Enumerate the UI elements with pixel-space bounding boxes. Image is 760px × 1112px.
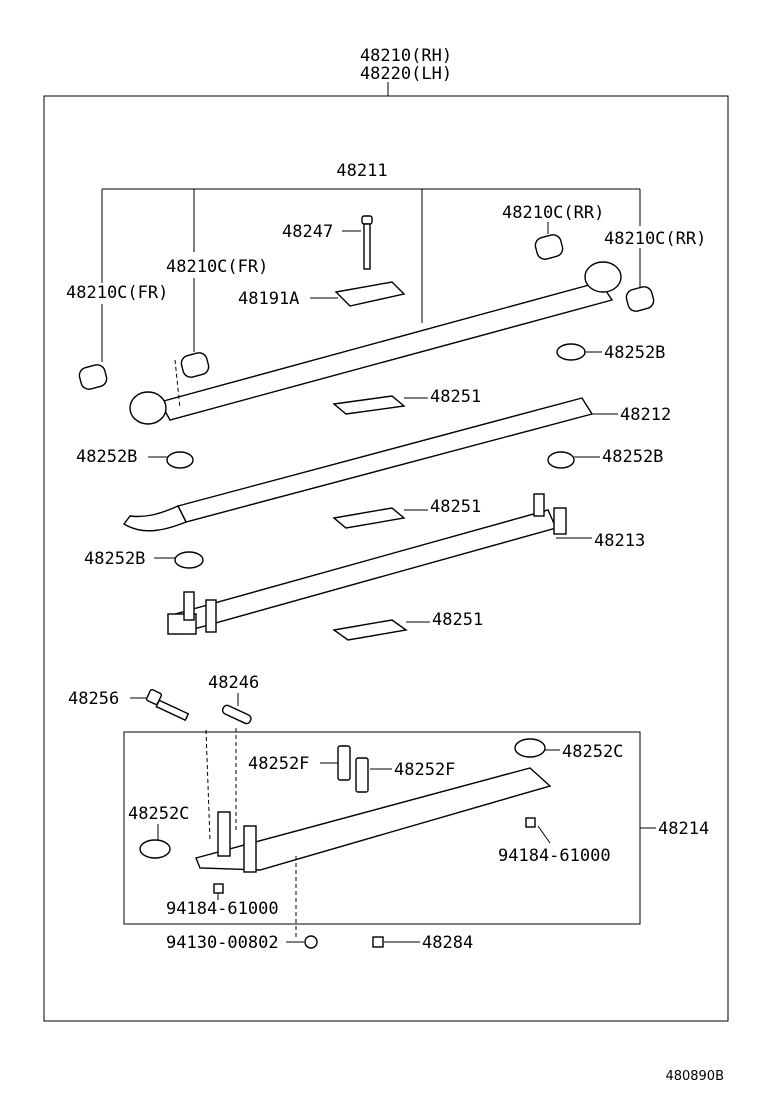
label-48256: 48256 [68,689,119,709]
nut-48284 [372,936,384,948]
label-48251-a: 48251 [430,387,481,407]
bushing-48210c-fr-b [180,352,210,378]
label-48211: 48211 [336,161,387,181]
leaf-48212 [122,397,594,532]
label-48252b-c: 48252B [602,447,663,467]
leaf-48213 [167,493,567,635]
label-48214: 48214 [658,819,709,839]
bushing-48210c-rr-b [625,286,655,312]
liner-48251-a [332,395,406,415]
assembly-number-lh: 48220(LH) [360,64,452,84]
bumper-48252c-a [514,738,546,758]
nut-94184-a [525,817,536,828]
label-48252f-b: 48252F [394,760,455,780]
label-48252c-a: 48252C [562,742,623,762]
assembly-number-rh: 48210(RH) [360,46,452,66]
label-48213: 48213 [594,531,645,551]
label-48212: 48212 [620,405,671,425]
liner-48251-c [332,619,408,641]
label-94184-b: 94184-61000 [166,899,279,919]
bolt-48247 [361,215,373,270]
silencer-48252b-a [556,343,586,361]
label-48210c-rr-b: 48210C(RR) [604,229,706,249]
bushing-48210c-fr-a [78,364,108,390]
bolt-48256 [145,688,190,722]
label-48191a: 48191A [238,289,299,309]
label-48247: 48247 [282,222,333,242]
label-48210c-fr-a: 48210C(FR) [66,283,168,303]
silencer-48252b-b [166,451,194,469]
clip-48252f-a [337,745,351,781]
main-leaf-48211 [129,261,622,425]
silencer-48252b-d [174,551,204,569]
label-48252f-a: 48252F [248,754,309,774]
plate-48214 [195,767,552,873]
label-94184-a: 94184-61000 [498,846,611,866]
label-48284: 48284 [422,933,473,953]
pad-48191a [334,281,406,307]
label-48246: 48246 [208,673,259,693]
label-48210c-rr-a: 48210C(RR) [502,203,604,223]
label-48252c-b: 48252C [128,804,189,824]
clip-48252f-b [355,757,369,793]
nut-94184-b [213,883,224,894]
label-48251-c: 48251 [432,610,483,630]
drawing-reference-code: 480890B [665,1069,724,1084]
bushing-48210c-rr-a [534,234,564,260]
label-94130: 94130-00802 [166,933,279,953]
silencer-48252b-c [547,451,575,469]
nut-94130 [304,935,318,949]
label-48252b-b: 48252B [76,447,137,467]
assembly-frame [43,95,729,1022]
label-48210c-fr-b: 48210C(FR) [166,257,268,277]
label-48251-b: 48251 [430,497,481,517]
label-48252b-d: 48252B [84,549,145,569]
bumper-48252c-b [139,839,171,859]
bracket-48211: 48211 [101,161,641,323]
label-48252b-a: 48252B [604,343,665,363]
pin-48246 [221,704,252,725]
liner-48251-b [332,507,406,529]
